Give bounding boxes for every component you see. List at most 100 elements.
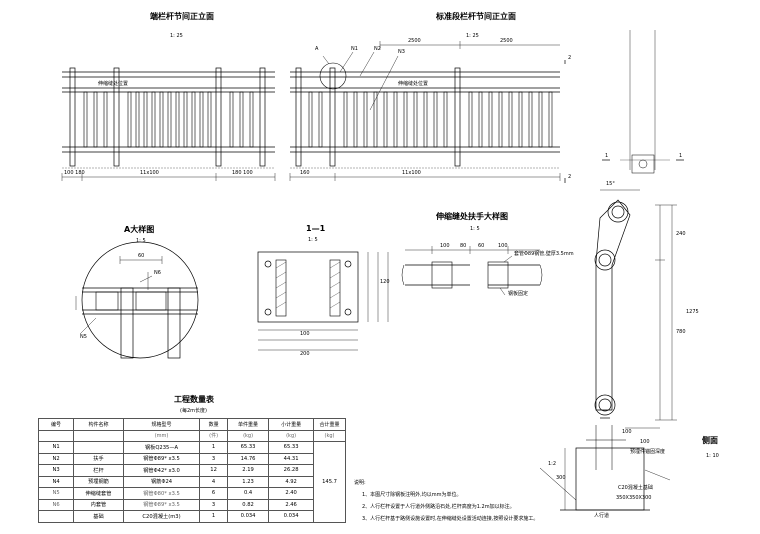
row-spec: 钢筋Φ24 [122, 475, 201, 488]
n5-label: N5 [80, 334, 87, 340]
section-mark-1b: 1 [679, 153, 683, 159]
dim-780: 780 [676, 329, 686, 335]
header-unit-w: 单件重量 [226, 418, 270, 431]
row-id: N5 [37, 487, 75, 500]
row-unit-w: 1.23 [226, 475, 270, 488]
expansion-tag-left: 伸缩缝处位置 [98, 81, 129, 87]
header-id: 编号 [37, 418, 75, 431]
row-sub-w: 65.33 [268, 441, 315, 454]
row-name: 预埋钢筋 [73, 475, 124, 488]
table-row: N6 内套管 钢管Φ89* x3.5 3 0.82 2.46 [37, 498, 346, 511]
row-name: 扶手 [73, 452, 124, 465]
n1-label: N1 [351, 46, 358, 52]
section-1-1-drawing [257, 251, 389, 351]
row-sub-w: 4.92 [268, 475, 315, 488]
header-sub-w: 小计重量 [268, 418, 315, 431]
row-qty: 1 [199, 510, 228, 523]
unit-name [73, 429, 124, 442]
row-sub-w: 2.40 [268, 487, 315, 500]
dim-ex-d: 100 [498, 243, 508, 249]
end-span-scale: 1: 25 [170, 33, 183, 39]
row-spec: 钢管Φ42* x3.0 [122, 464, 201, 477]
row-name [73, 441, 124, 454]
row-id: N4 [37, 475, 75, 488]
section-11-title: 1—1 [306, 224, 326, 233]
table-header-row: 编号 构件名称 规格型号 数量 单件重量 小计重量 合计重量 [37, 418, 346, 431]
dim-120: 120 [380, 279, 390, 285]
dim-100b: 100 [640, 439, 650, 445]
dim-ex-b: 80 [460, 243, 467, 249]
row-spec: 钢板Q235—A [122, 441, 201, 454]
row-id: N6 [37, 498, 75, 511]
row-unit-w: 2.19 [226, 464, 270, 477]
unit-qty: (件) [199, 429, 228, 442]
unit-spec: (mm) [122, 429, 201, 442]
dim-h: 2500 [500, 38, 513, 44]
row-sub-w: 44.31 [268, 452, 315, 465]
dim-ex-a: 100 [440, 243, 450, 249]
quantity-table: 编号 构件名称 规格型号 数量 单件重量 小计重量 合计重量 (mm) (件) … [37, 418, 346, 523]
dim-b: 160 [300, 170, 310, 176]
dim-200: 200 [300, 351, 310, 357]
table-row: N3 栏杆 钢管Φ42* x3.0 12 2.19 26.28 [37, 464, 346, 477]
dim-i: 100 180 [64, 170, 85, 176]
row-unit-w: 0.4 [226, 487, 270, 500]
header-qty: 数量 [199, 418, 228, 431]
section-11-scale: 1: 5 [308, 237, 318, 243]
dim-j: 180 100 [232, 170, 253, 176]
row-qty: 3 [199, 452, 228, 465]
header-total-w: 合计重量 [313, 418, 346, 431]
row-total-w: 145.7 [313, 441, 346, 523]
row-id [37, 510, 75, 523]
base-size: 350X350X300 [616, 495, 652, 501]
table-subtitle: (每2m长度) [180, 408, 207, 414]
row-id: N1 [37, 441, 75, 454]
row-spec: 钢管Φ89* x3.5 [122, 452, 201, 465]
dim-240: 240 [676, 231, 686, 237]
table-row: N1 钢板Q235—A 1 65.33 65.33 145.7 [37, 441, 346, 523]
unit-sub-w: (kg) [268, 429, 315, 442]
row-sub-w: 2.46 [268, 498, 315, 511]
row-spec: 钢管Φ80* x3.5 [122, 487, 201, 500]
row-name: 内套管 [73, 498, 124, 511]
dim-1275: 1275 [686, 309, 699, 315]
note-2: 2、人行栏杆设置于人行道外侧路沿石处,栏杆高度为1.2m加以标注。 [362, 504, 515, 510]
unit-total-w: (kg) [313, 429, 346, 442]
section-mark-top: 2 [568, 55, 572, 61]
n2-label: N2 [374, 46, 381, 52]
notes-title: 说明: [354, 480, 366, 486]
slope-note: 1:2 [548, 461, 557, 467]
table-title: 工程数量表 [174, 395, 214, 404]
concrete-note: C20混凝土基础 [618, 485, 653, 491]
std-span-scale: 1: 25 [466, 33, 479, 39]
detail-a-scale: 1: 5 [136, 238, 146, 244]
header-spec: 规格型号 [122, 418, 201, 431]
table-row: N5 伸缩缝套管 钢管Φ80* x3.5 6 0.4 2.40 [37, 487, 346, 500]
dim-15: 15° [606, 181, 615, 187]
row-id: N2 [37, 452, 75, 465]
row-id: N3 [37, 464, 75, 477]
header-name: 构件名称 [73, 418, 124, 431]
row-spec: 钢管Φ89* x3.5 [122, 498, 201, 511]
row-unit-w: 14.76 [226, 452, 270, 465]
std-span-title: 标准段栏杆节间正立面 [436, 12, 516, 21]
n3-label: N3 [398, 49, 405, 55]
row-qty: 6 [199, 487, 228, 500]
table-row: N4 预埋钢筋 钢筋Φ24 4 1.23 4.92 [37, 475, 346, 488]
side-view-drawing [539, 189, 677, 511]
row-name: 栏杆 [73, 464, 124, 477]
note-1: 1、本图尺寸除钢板注明外,均以mm为单位。 [362, 492, 462, 498]
table-row: N2 扶手 钢管Φ89* x3.5 3 14.76 44.31 [37, 452, 346, 465]
row-qty: 3 [199, 498, 228, 511]
row-unit-w: 0.034 [226, 510, 270, 523]
n6-label: N6 [154, 270, 161, 276]
expansion-detail-drawing [401, 246, 543, 296]
dim-100: 100 [300, 331, 310, 337]
embed-note: 预埋件锚固深度 [630, 449, 666, 455]
side-view-scale: 1: 10 [706, 453, 719, 459]
weld-note: 钢板固定 [508, 291, 529, 297]
dim-60: 60 [138, 253, 145, 259]
dim-100a: 100 [622, 429, 632, 435]
note-3: 3、人行栏杆基于路侧设施设置时,在伸缩缝处设置活动连接,按照设计要求施工。 [362, 516, 539, 522]
